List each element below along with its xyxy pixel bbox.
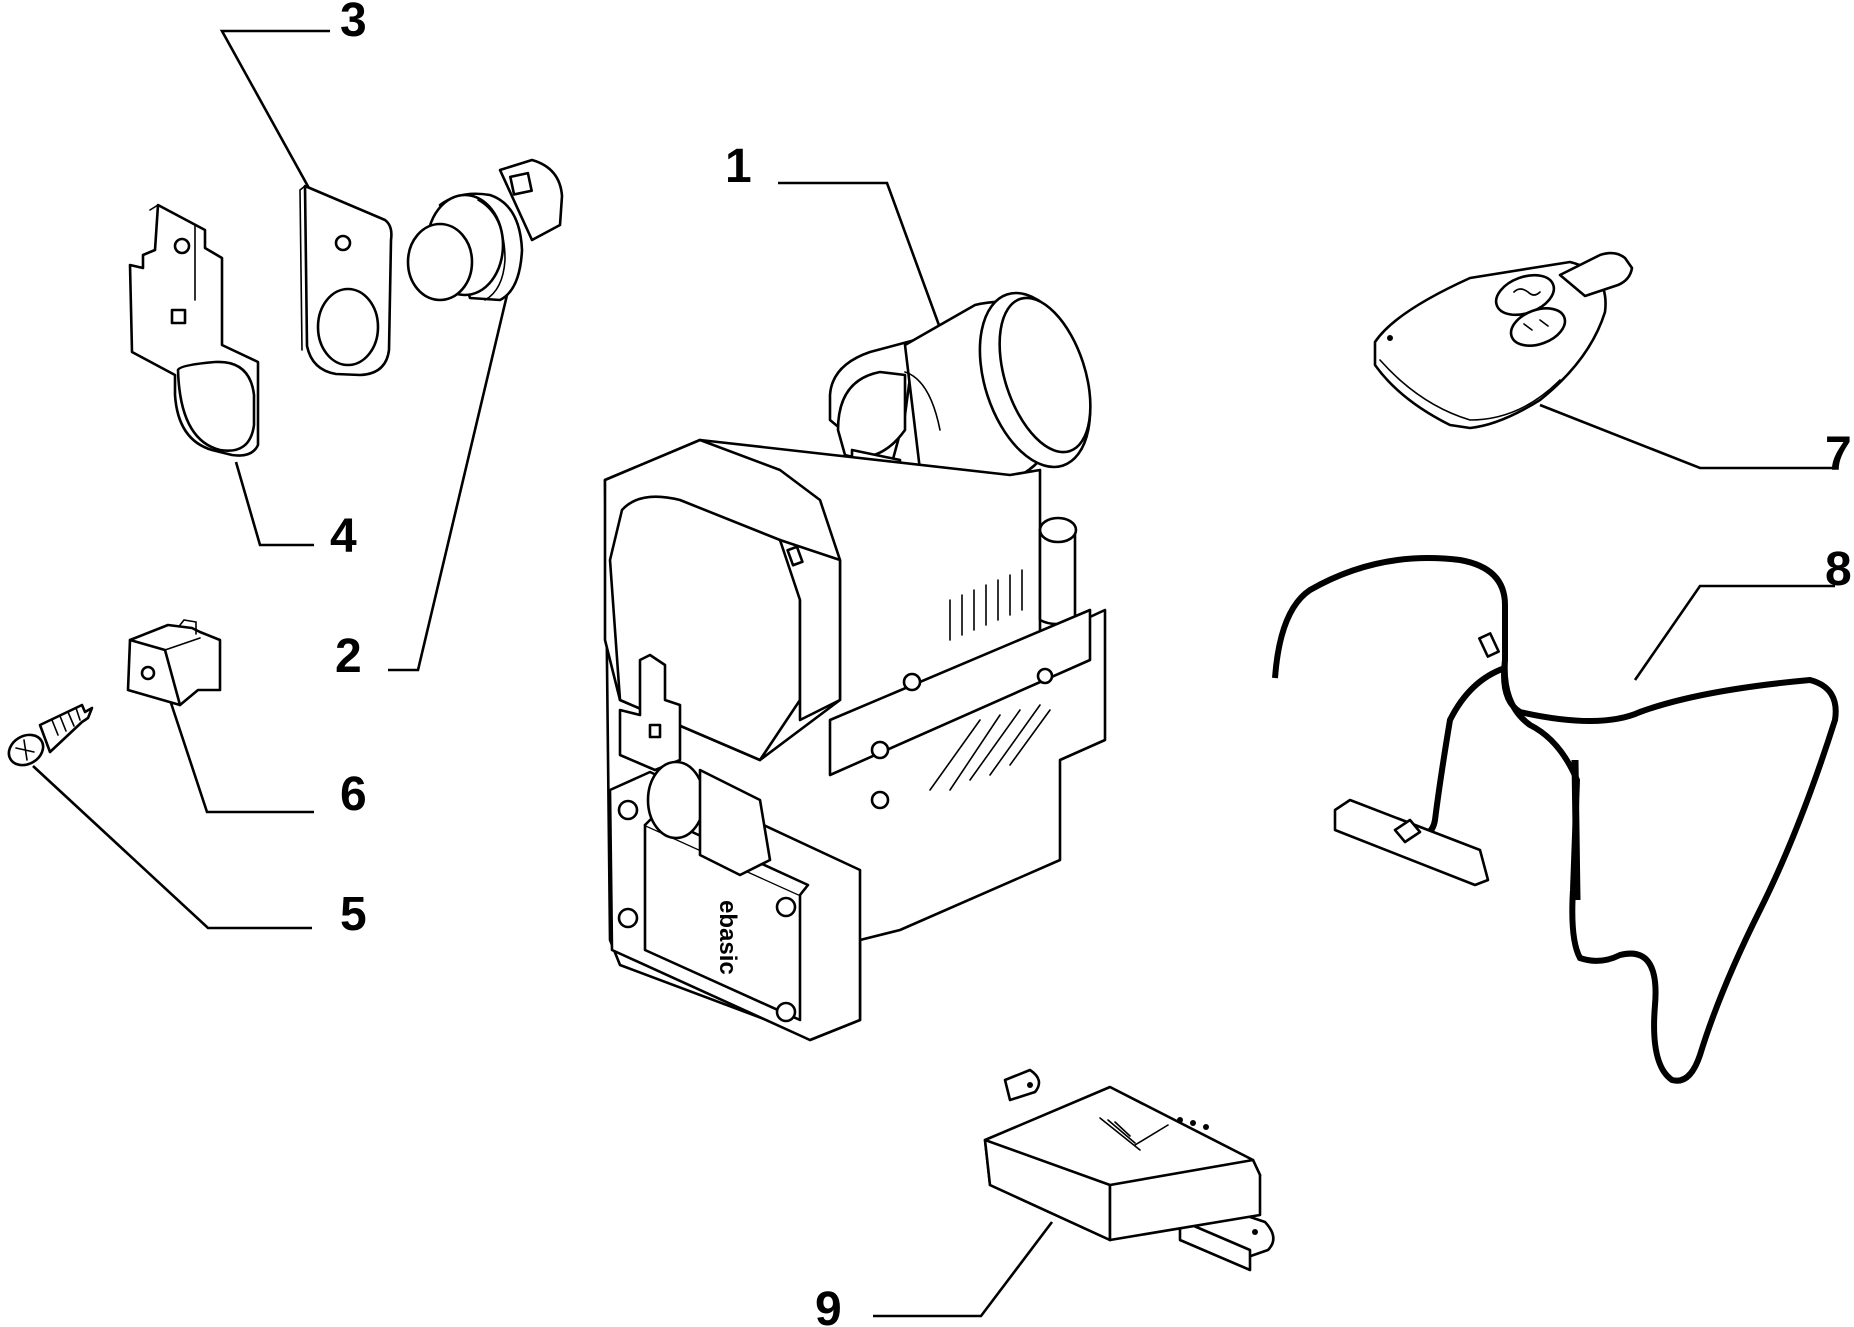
leader-line-2 — [388, 294, 509, 672]
part-5-screw — [7, 703, 94, 767]
leader-line-8 — [1633, 584, 1835, 681]
part-3-tab-plate — [299, 184, 393, 377]
callout-9: 9 — [815, 1283, 842, 1327]
callout-2: 2 — [335, 630, 362, 683]
leader-line-6 — [168, 699, 314, 814]
callout-labels: 1 2 3 4 5 6 7 8 9 — [330, 0, 1852, 1327]
callout-7: 7 — [1825, 428, 1852, 481]
part-4-bracket — [128, 203, 260, 457]
leader-lines — [32, 29, 1835, 1318]
callout-1: 1 — [725, 140, 752, 193]
leader-line-5 — [32, 765, 312, 930]
callout-6: 6 — [340, 768, 367, 821]
part-2-sensor — [406, 158, 564, 302]
callout-4: 4 — [330, 510, 357, 563]
part-6-clip — [126, 619, 222, 707]
part-9-control-box — [983, 1068, 1275, 1272]
part-8-antenna-cable — [1272, 555, 1839, 1084]
callout-5: 5 — [340, 888, 367, 941]
callout-3: 3 — [340, 0, 367, 47]
leader-line-1 — [778, 181, 942, 329]
leader-line-7 — [1539, 403, 1835, 470]
leader-line-9 — [873, 1221, 1054, 1318]
leader-line-4 — [234, 461, 314, 547]
callout-8: 8 — [1825, 543, 1852, 596]
leader-line-3 — [219, 29, 330, 191]
heater-brand-label: ebasic — [714, 900, 741, 975]
part-1-heater-unit: ebasic — [603, 291, 1107, 1042]
part-7-remote-fob — [1373, 251, 1634, 430]
